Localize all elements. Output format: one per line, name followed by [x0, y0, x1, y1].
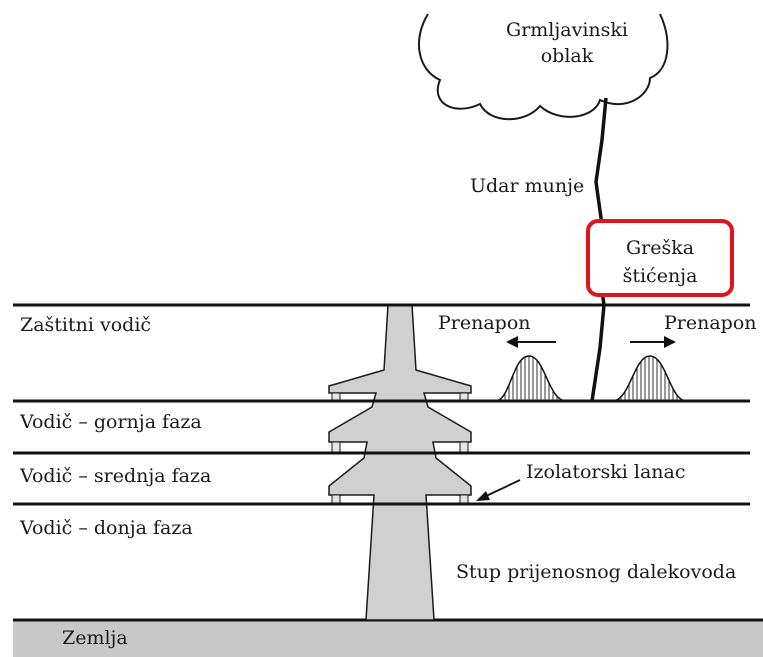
- fault-highlight-box: [586, 219, 734, 297]
- upper-phase-label: Vodič – gornja faza: [20, 411, 202, 433]
- surge-wave-right: [612, 355, 687, 402]
- shield-wire-label: Zaštitni vodič: [20, 314, 152, 336]
- lower-phase-label: Vodič – donja faza: [20, 517, 193, 539]
- middle-phase-label: Vodič – srednja faza: [20, 465, 212, 487]
- fault-label-line1: Greška: [625, 237, 695, 259]
- insulator-string-label: Izolatorski lanac: [526, 461, 686, 483]
- ground-strip: [13, 620, 763, 657]
- surge-wave-left: [495, 355, 567, 402]
- overvoltage-label-left: Prenapon: [438, 312, 531, 334]
- overvoltage-label-right: Prenapon: [664, 312, 757, 334]
- cloud-shape: [417, 13, 669, 121]
- arrow-left-icon: [506, 336, 556, 348]
- cloud-label-line1: Grmljavinski: [506, 19, 628, 41]
- tower-body: [328, 304, 472, 621]
- insulator-pointer-icon: [476, 479, 521, 501]
- fault-label-line2: štićenja: [622, 265, 698, 287]
- ground-label: Zemlja: [62, 627, 128, 649]
- tower-label: Stup prijenosnog dalekovoda: [456, 561, 737, 583]
- lightning-label: Udar munje: [470, 175, 585, 197]
- cloud-label-line2: oblak: [540, 45, 594, 67]
- arrow-right-icon: [630, 336, 676, 348]
